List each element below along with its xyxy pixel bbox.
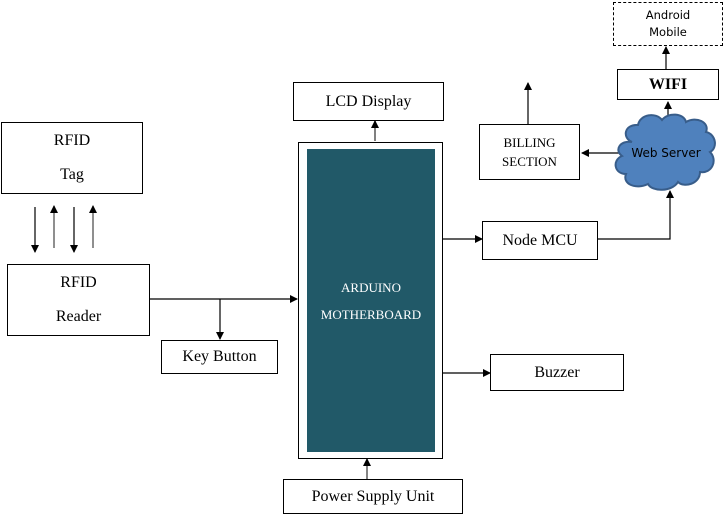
arduino-motherboard-block: ARDUINO MOTHERBOARD <box>307 149 435 452</box>
node-mcu-block: Node MCU <box>482 221 598 260</box>
wifi-label: WIFI <box>648 75 688 93</box>
billing-line1: BILLING <box>503 135 556 150</box>
billing-section-block: BILLING SECTION <box>479 124 580 180</box>
android-mobile-block: Android Mobile <box>613 2 723 46</box>
key-button-block: Key Button <box>161 340 278 374</box>
power-supply-block: Power Supply Unit <box>283 479 463 514</box>
web-server-label: Web Server <box>626 144 706 162</box>
rfid-reader-line1: RFID <box>60 274 97 291</box>
android-line1: Android <box>645 8 691 22</box>
rfid-tag-block: RFID Tag <box>1 122 143 194</box>
node-mcu-label: Node MCU <box>502 231 578 249</box>
web-server-text: Web Server <box>631 146 701 160</box>
rfid-tag-line1: RFID <box>53 132 91 149</box>
rfid-reader-line2: Reader <box>55 308 102 325</box>
key-button-label: Key Button <box>182 348 257 365</box>
billing-line2: SECTION <box>502 154 557 169</box>
lcd-display-label: LCD Display <box>325 92 412 110</box>
arrow-nodemcu-to-webserver <box>597 190 674 240</box>
wifi-block: WIFI <box>617 69 719 100</box>
web-server-cloud <box>614 113 716 191</box>
rfid-tag-line2: Tag <box>60 166 84 183</box>
android-line2: Mobile <box>649 25 687 39</box>
power-supply-label: Power Supply Unit <box>311 487 435 505</box>
lcd-display-block: LCD Display <box>293 82 444 121</box>
buzzer-label: Buzzer <box>534 363 580 381</box>
arduino-line1: ARDUINO <box>341 279 401 295</box>
buzzer-block: Buzzer <box>490 354 624 391</box>
rfid-reader-block: RFID Reader <box>7 264 150 336</box>
arduino-line2: MOTHERBOARD <box>320 306 422 322</box>
